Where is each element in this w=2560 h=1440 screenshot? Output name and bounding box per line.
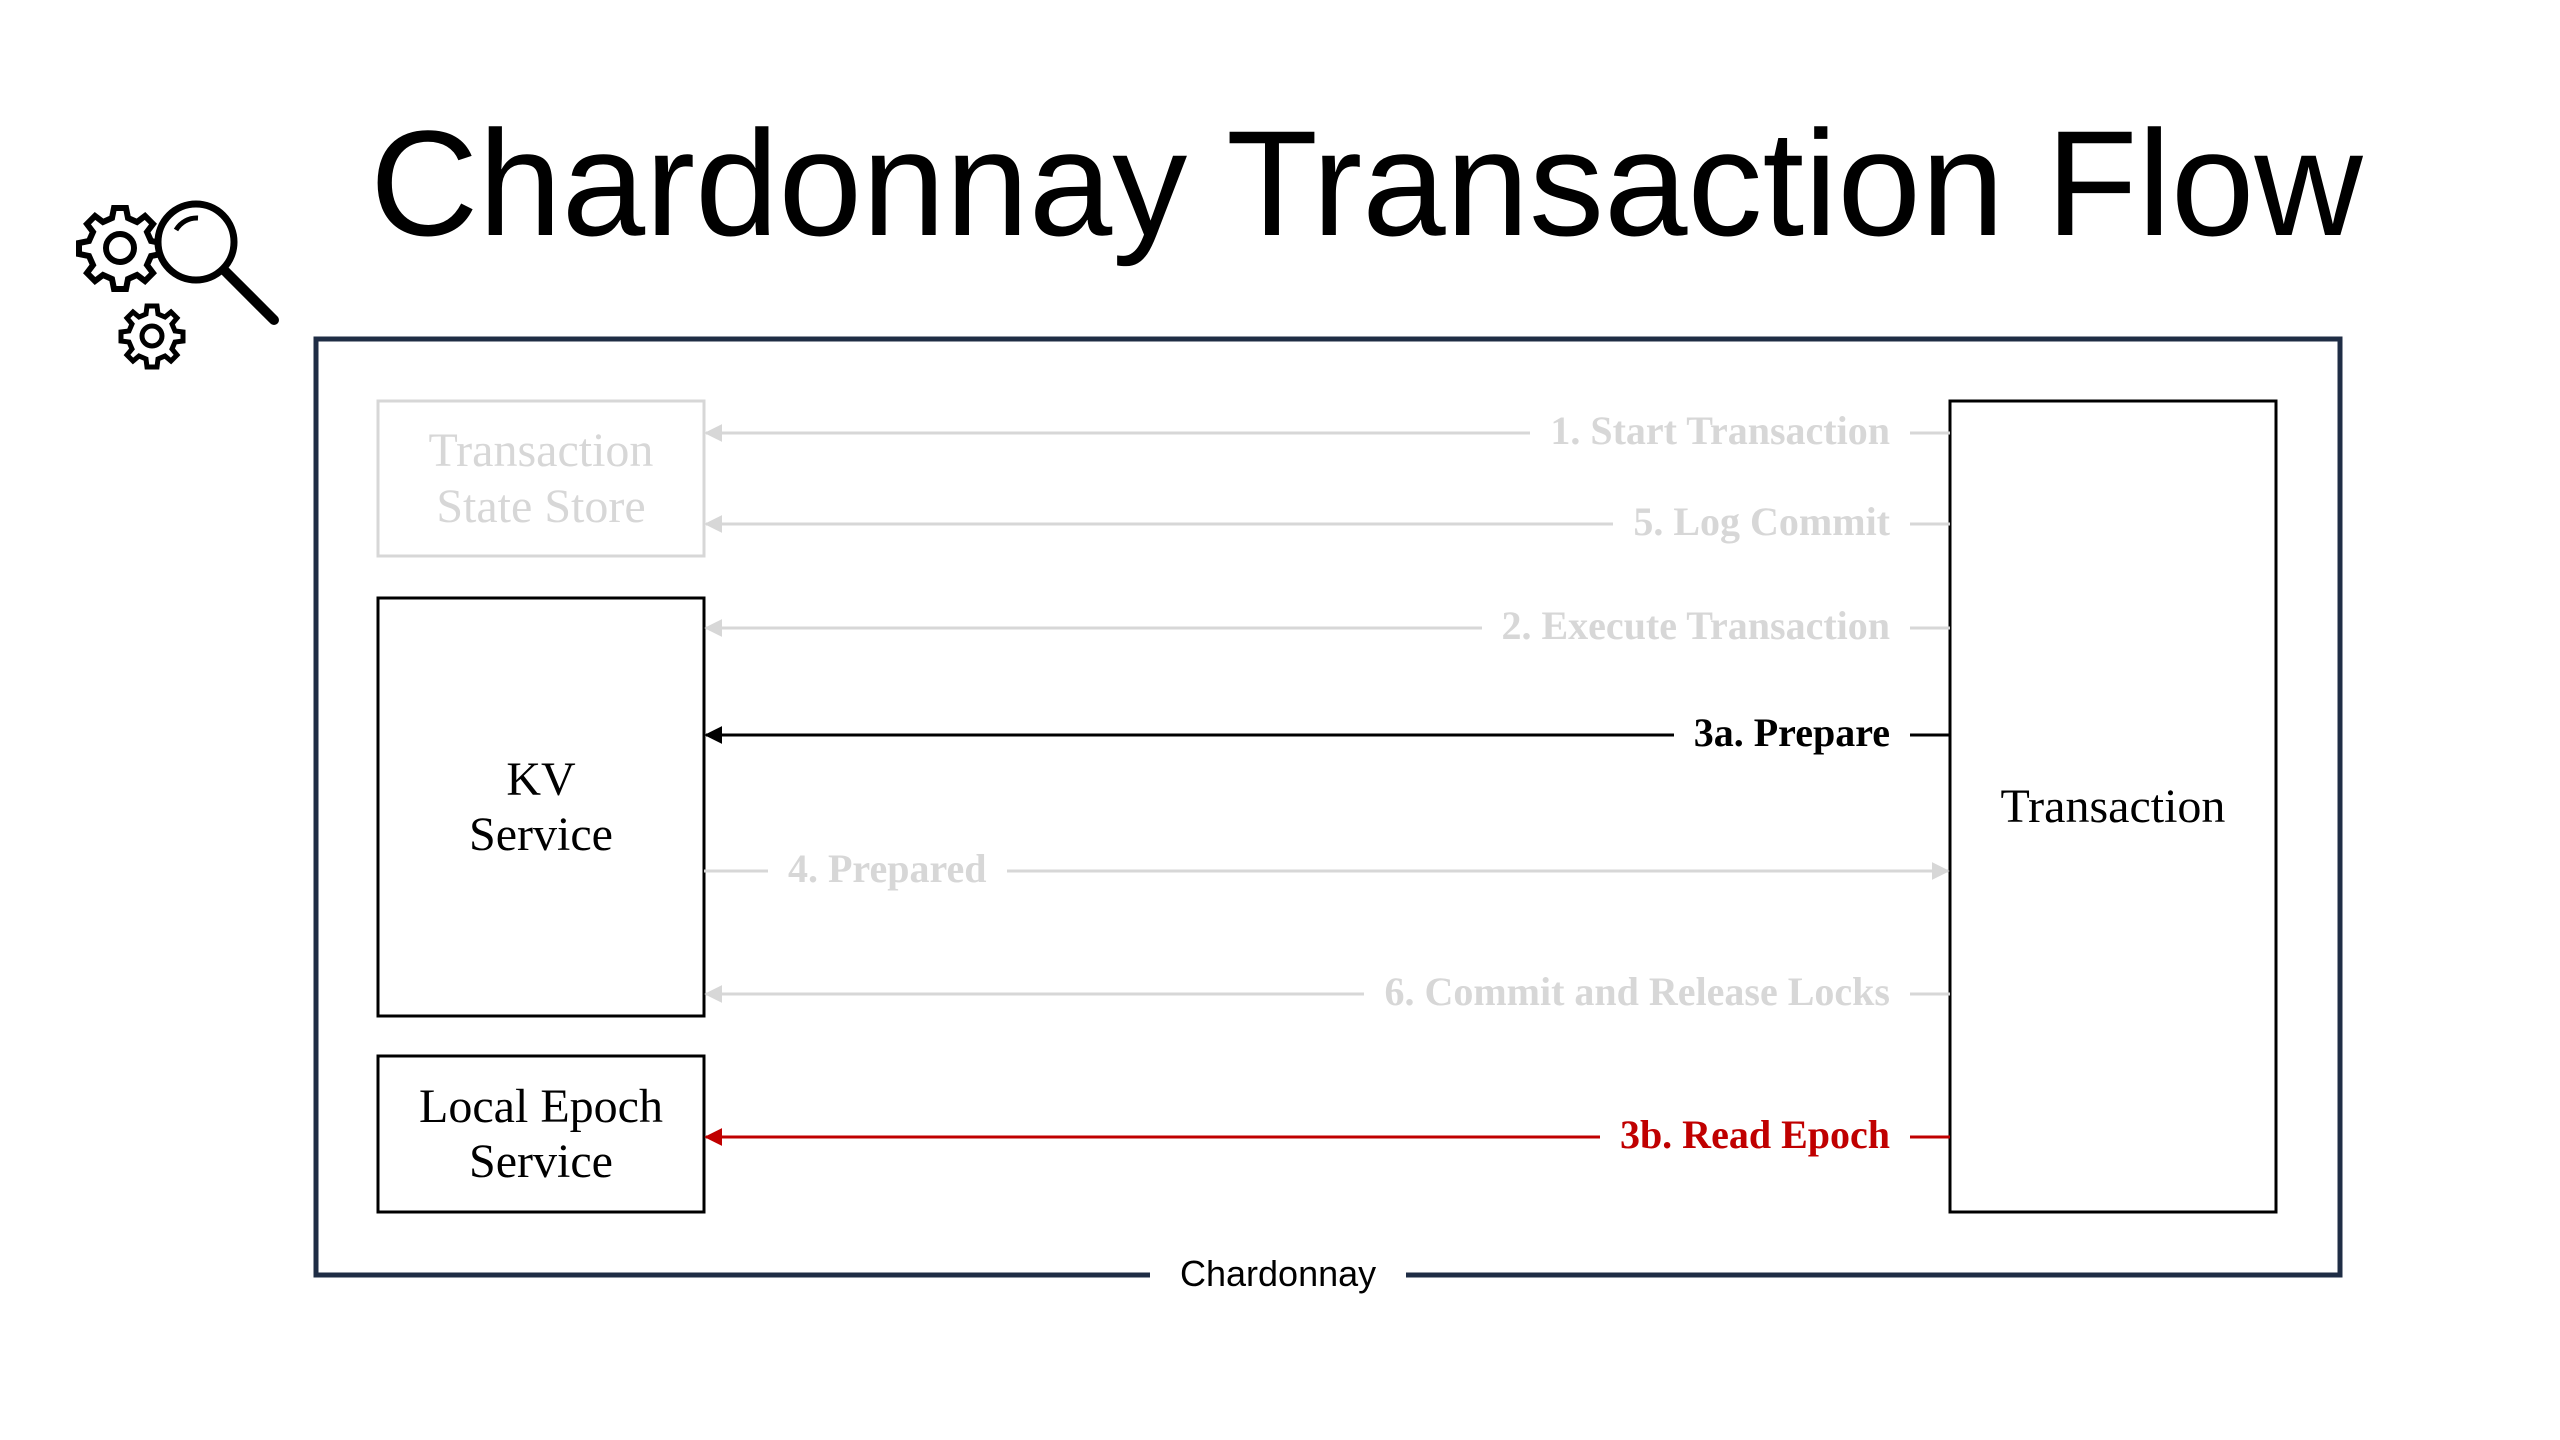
kv-service-box <box>376 596 706 1018</box>
label-start-transaction: 1. Start Transaction <box>1530 408 1910 454</box>
label-execute-transaction: 2. Execute Transaction <box>1481 603 1910 649</box>
transaction-label: Transaction <box>1950 401 2276 1212</box>
transaction-label-line1: Transaction <box>2000 779 2226 833</box>
state-store-label-line1: Transaction <box>428 424 654 478</box>
kv-service-label-line2: Service <box>469 808 613 861</box>
gears-magnifier-icon <box>76 200 279 370</box>
slide-title: Chardonnay Transaction Flow <box>370 99 2363 267</box>
label-prepare: 3a. Prepare <box>1673 710 1910 756</box>
label-commit-release: 6. Commit and Release Locks <box>1364 969 1910 1015</box>
epoch-service-box <box>376 1054 706 1214</box>
kv-service-label-line1: KV <box>506 752 576 806</box>
epoch-service-label-line1: Local Epoch <box>419 1079 663 1133</box>
label-prepared: 4. Prepared <box>768 846 1007 892</box>
epoch-service-label-line2: Service <box>469 1135 613 1188</box>
state-store-label-line2: State Store <box>436 479 646 533</box>
label-read-epoch: 3b. Read Epoch <box>1599 1112 1910 1158</box>
chardonnay-frame-label: Chardonnay <box>1150 1253 1407 1295</box>
transaction-box <box>1948 399 2278 1214</box>
label-log-commit: 5. Log Commit <box>1613 499 1910 545</box>
state-store-box <box>376 399 706 558</box>
